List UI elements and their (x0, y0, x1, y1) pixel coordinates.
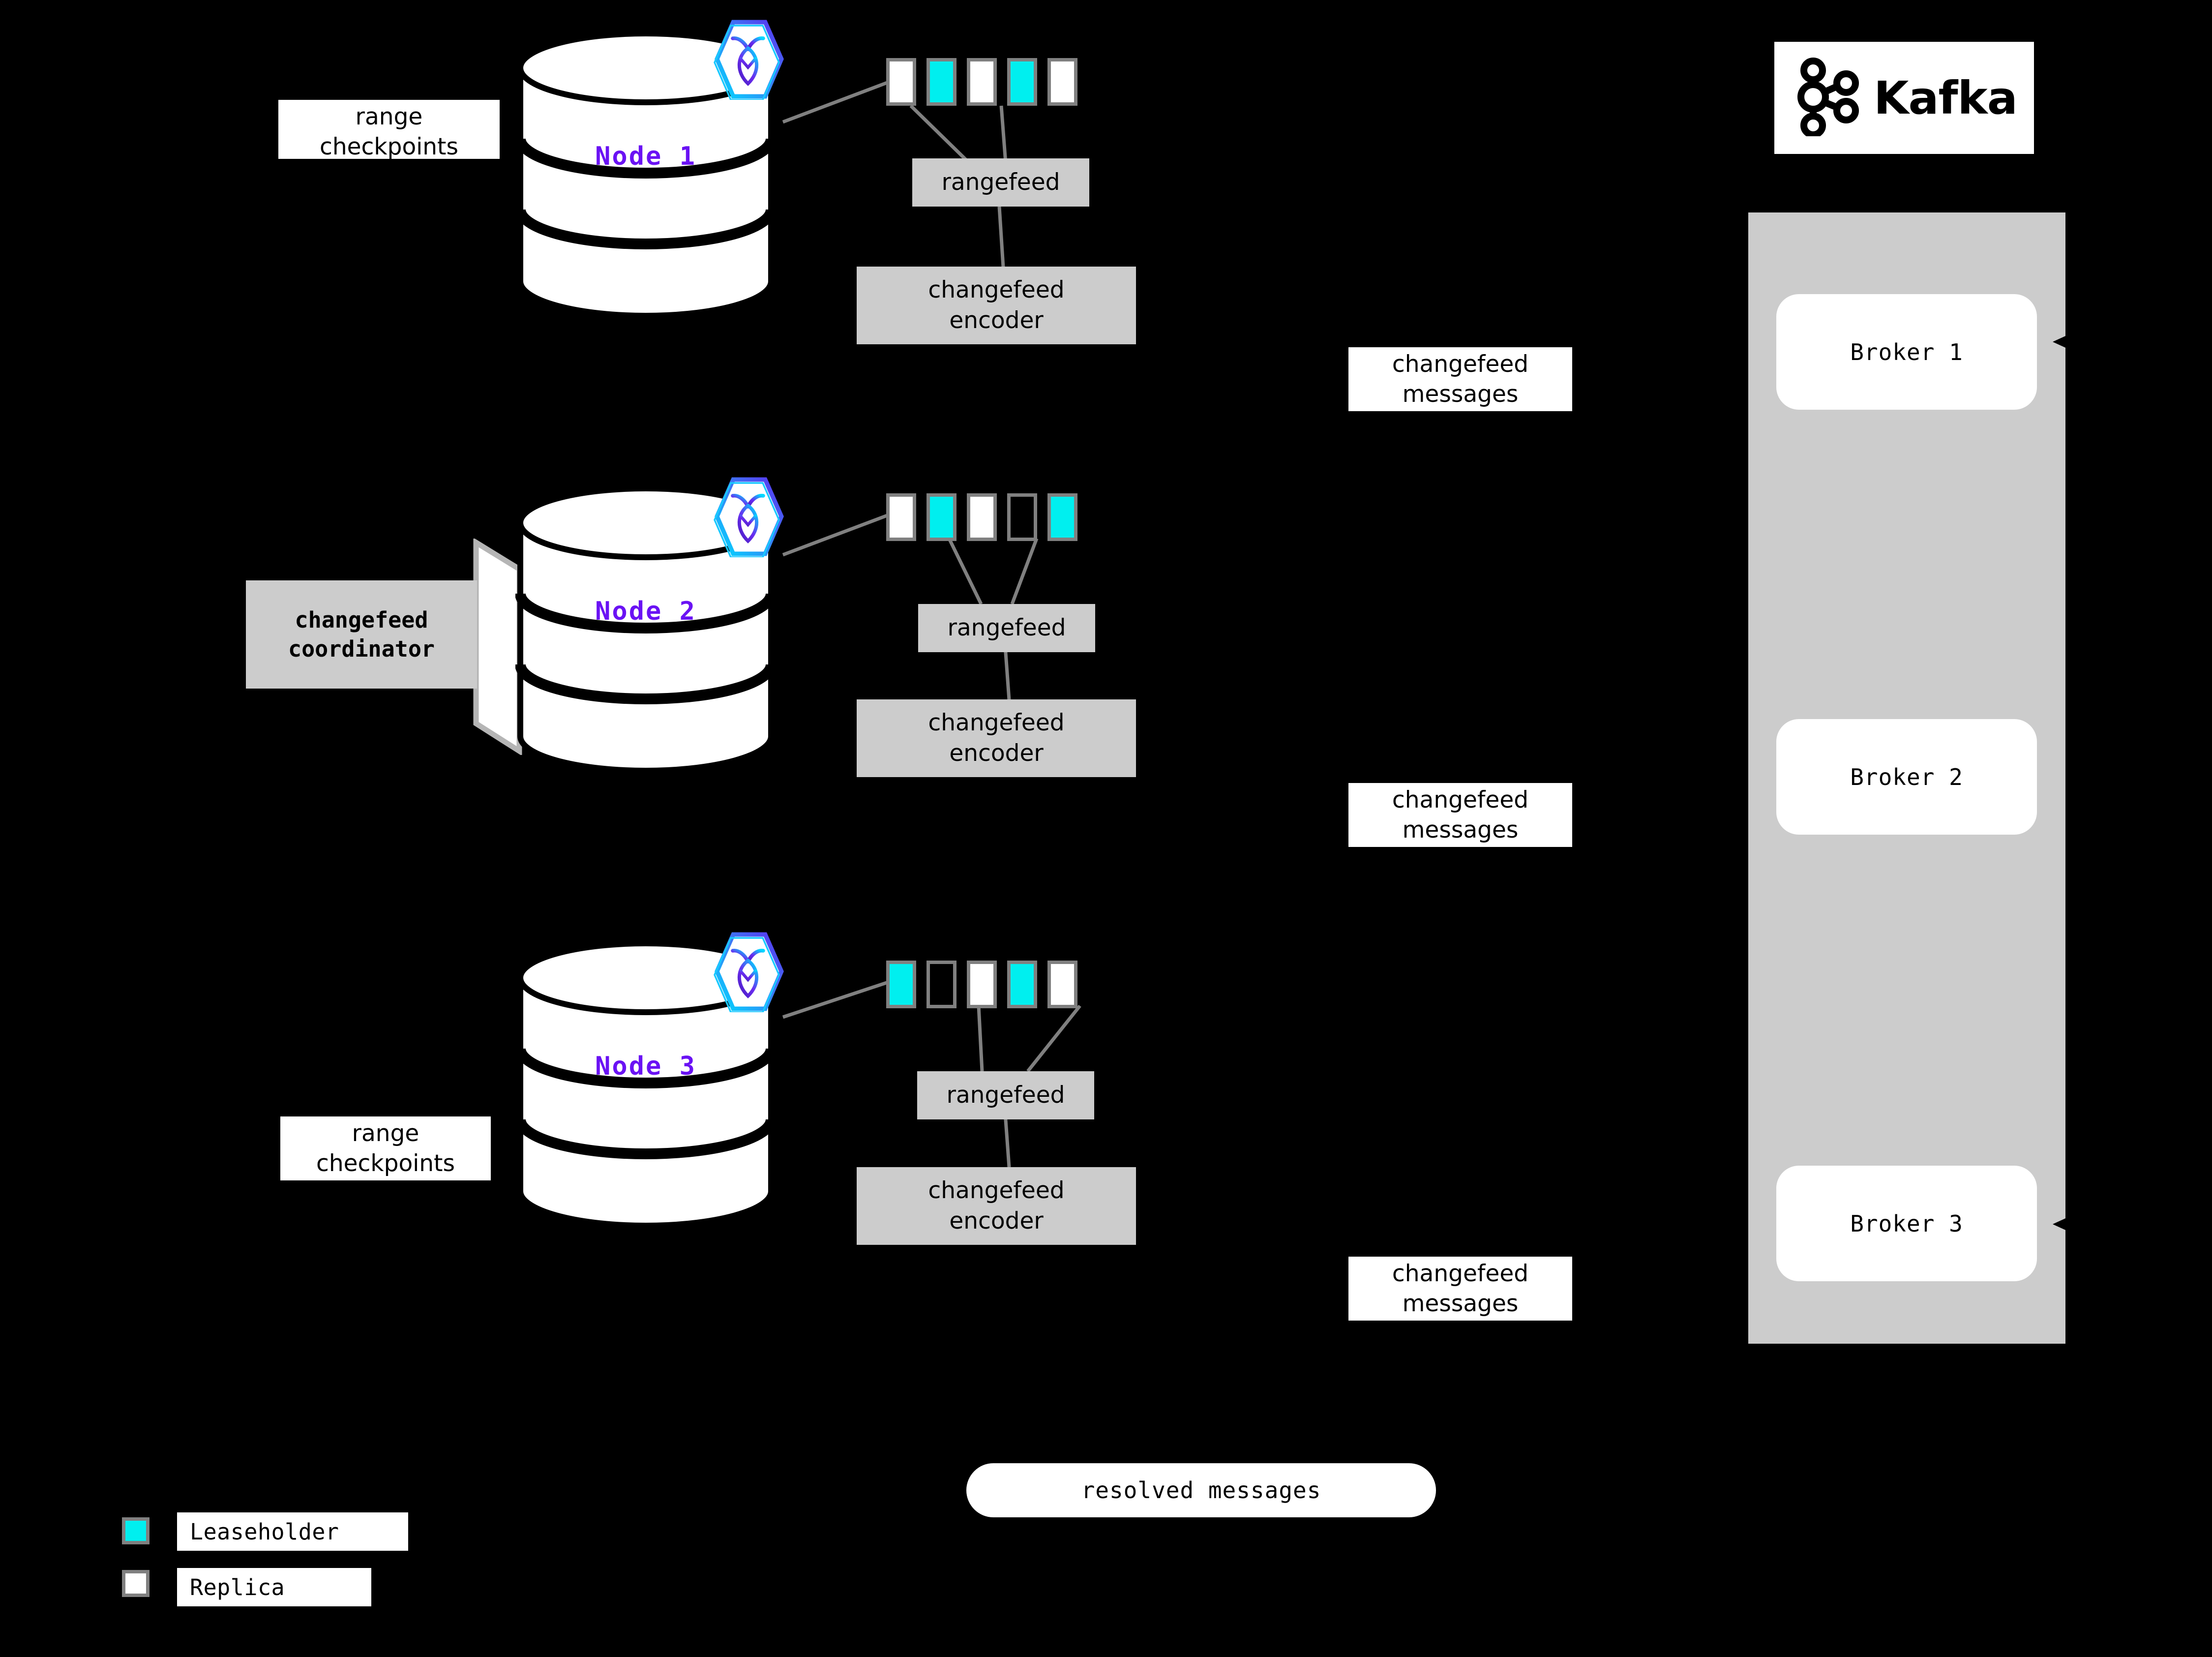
node-2-encoder-line2: encoder (949, 740, 1044, 767)
node-1-checkpoints-line2: checkpoints (320, 133, 458, 159)
changefeed-coordinator-box[interactable]: changefeed coordinator (246, 580, 477, 689)
legend-swatch-replica (122, 1570, 149, 1597)
node-1-cylinder: Node 1 (515, 30, 776, 320)
changefeed-messages-2-line1: changefeed (1392, 786, 1529, 813)
changefeed-messages-3-line1: changefeed (1392, 1260, 1529, 1287)
broker-1-inbound-arrow-icon (2053, 331, 2075, 352)
kafka-wordmark: Kafka (1874, 71, 2018, 124)
node-1-rangefeed-box[interactable]: rangefeed (912, 158, 1089, 207)
cockroachdb-hexagon-icon (707, 931, 786, 1012)
broker-3-label: Broker 3 (1850, 1210, 1963, 1237)
node-1-checkpoints-line1: range (355, 103, 423, 130)
cockroachdb-hexagon-icon (707, 476, 786, 557)
broker-2-label: Broker 2 (1850, 763, 1963, 790)
node-1-encoder-line1: changefeed (928, 276, 1065, 303)
changefeed-messages-1-line1: changefeed (1392, 350, 1529, 378)
kafka-logo-icon (1791, 58, 1865, 138)
range-box[interactable] (967, 961, 997, 1008)
coordinator-line2: coordinator (288, 636, 435, 662)
changefeed-messages-label-1: changefeed messages (1348, 347, 1572, 411)
resolved-messages-pill[interactable]: resolved messages (966, 1463, 1436, 1517)
node-3-range-strip (886, 961, 1077, 1008)
range-box[interactable] (886, 961, 916, 1008)
node-3-encoder-line2: encoder (949, 1207, 1044, 1235)
legend-swatch-leaseholder (122, 1517, 149, 1544)
node-2-encoder-line1: changefeed (928, 709, 1065, 736)
node-2-range-strip (886, 493, 1077, 541)
broker-3[interactable]: Broker 3 (1776, 1166, 2037, 1281)
changefeed-messages-1-line2: messages (1402, 381, 1519, 408)
node-3-encoder-line1: changefeed (928, 1176, 1065, 1204)
node-3-checkpoints-line1: range (352, 1119, 419, 1147)
node-1-range-strip (886, 58, 1077, 106)
range-box[interactable] (927, 961, 957, 1008)
range-box[interactable] (927, 493, 957, 541)
broker-2[interactable]: Broker 2 (1776, 719, 2037, 835)
node-2-encoder-box[interactable]: changefeed encoder (857, 699, 1136, 777)
range-box[interactable] (886, 58, 916, 106)
range-box[interactable] (1047, 58, 1077, 106)
node-2-rangefeed-box[interactable]: rangefeed (918, 604, 1095, 652)
changefeed-messages-label-3: changefeed messages (1348, 1257, 1572, 1321)
range-box[interactable] (1047, 493, 1077, 541)
legend-text-replica: Replica (190, 1574, 285, 1600)
broker-1[interactable]: Broker 1 (1776, 294, 2037, 410)
cockroachdb-hexagon-icon (707, 19, 786, 100)
range-box[interactable] (967, 58, 997, 106)
node-3-checkpoints-line2: checkpoints (316, 1150, 455, 1177)
node-1-rangefeed-label: rangefeed (941, 168, 1060, 196)
changefeed-messages-label-2: changefeed messages (1348, 783, 1572, 847)
broker-3-inbound-arrow-icon (2053, 1214, 2075, 1235)
node-3-range-checkpoints-label: range checkpoints (280, 1116, 491, 1180)
node-1-encoder-box[interactable]: changefeed encoder (857, 267, 1136, 344)
legend-label-leaseholder: Leaseholder (177, 1512, 408, 1551)
coordinator-line1: changefeed (295, 606, 428, 633)
range-box[interactable] (1007, 58, 1037, 106)
node-1-encoder-line2: encoder (949, 307, 1044, 334)
changefeed-messages-3-line2: messages (1402, 1290, 1519, 1317)
range-box[interactable] (1007, 493, 1037, 541)
node-3-rangefeed-box[interactable]: rangefeed (917, 1071, 1094, 1119)
kafka-logo-box: Kafka (1774, 42, 2034, 154)
range-box[interactable] (886, 493, 916, 541)
range-box[interactable] (1047, 961, 1077, 1008)
legend-text-leaseholder: Leaseholder (190, 1518, 339, 1545)
legend-label-replica: Replica (177, 1568, 371, 1606)
broker-1-label: Broker 1 (1850, 338, 1963, 365)
node-3-encoder-box[interactable]: changefeed encoder (857, 1167, 1136, 1245)
node-1-range-checkpoints-label: range checkpoints (278, 100, 500, 159)
changefeed-messages-2-line2: messages (1402, 816, 1519, 844)
range-box[interactable] (1007, 961, 1037, 1008)
node-3-rangefeed-label: rangefeed (946, 1081, 1065, 1109)
range-box[interactable] (927, 58, 957, 106)
node-2-rangefeed-label: rangefeed (947, 614, 1066, 641)
resolved-messages-label: resolved messages (1081, 1477, 1321, 1504)
range-box[interactable] (967, 493, 997, 541)
